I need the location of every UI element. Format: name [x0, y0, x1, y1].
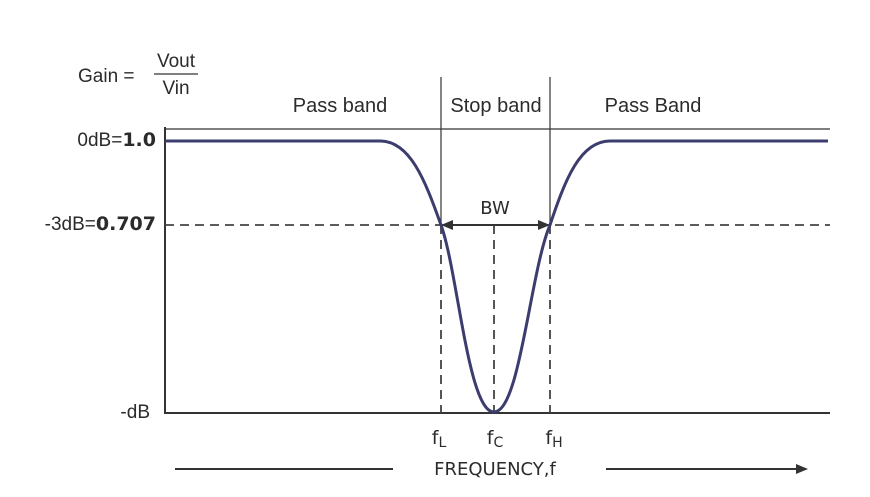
y-label-min-db: -dB [120, 402, 150, 423]
region-stop-band: Stop band [450, 95, 541, 117]
region-pass-band-left: Pass band [293, 95, 388, 117]
y-label-3db: -3dB=0.707 [45, 213, 156, 235]
gain-denominator: Vin [162, 78, 189, 99]
region-pass-band-right: Pass Band [605, 95, 702, 117]
y-label-0db: 0dB=1.0 [77, 129, 156, 151]
freq-marker-fh: fH [545, 427, 562, 451]
bandwidth-label: BW [480, 198, 510, 219]
gain-label: Gain = [78, 66, 135, 87]
response-curve [165, 139, 828, 414]
frequency-axis-label: FREQUENCY,f [434, 459, 556, 480]
freq-marker-fc: fC [487, 427, 504, 451]
freq-marker-fl: fL [432, 427, 447, 451]
gain-numerator: Vout [157, 51, 196, 72]
